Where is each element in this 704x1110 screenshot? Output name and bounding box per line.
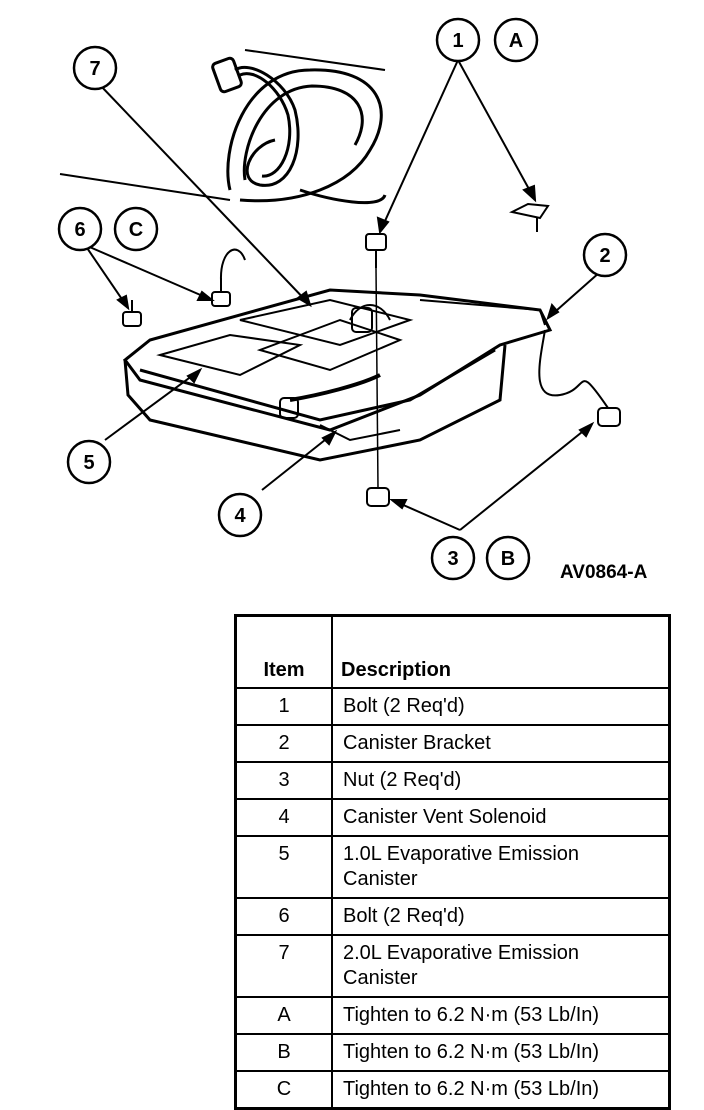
item-number: 1 [234, 687, 333, 726]
callouts [57, 17, 628, 581]
item-number: A [234, 996, 333, 1035]
bolt-1-left [365, 233, 387, 268]
item-description: Bolt (2 Req'd) [331, 897, 671, 936]
callout-c: C [129, 219, 143, 241]
description-column-header: Description [331, 614, 671, 689]
table-row: 2 Canister Bracket [234, 724, 671, 763]
callout-a: A [509, 30, 523, 52]
table-header-row: Item Description [234, 614, 671, 689]
item-number: 6 [234, 897, 333, 936]
bolt-6-right [211, 278, 231, 307]
table-row: 5 1.0L Evaporative Emission Canister [234, 835, 671, 899]
item-number: B [234, 1033, 333, 1072]
item-description: Tighten to 6.2 N·m (53 Lb/In) [331, 1070, 671, 1110]
item-description: Canister Vent Solenoid [331, 798, 671, 837]
bolt-6-left [122, 300, 142, 327]
callout-5: 5 [83, 452, 94, 474]
figure-id: AV0864-A [560, 562, 648, 583]
callout-6: 6 [74, 219, 85, 241]
canister-tray [122, 288, 553, 462]
callout-3: 3 [447, 548, 458, 570]
item-description: Nut (2 Req'd) [331, 761, 671, 800]
item-number: 7 [234, 934, 333, 998]
item-number: 3 [234, 761, 333, 800]
nut-3-right [597, 407, 621, 427]
parts-table: Item Description 1 Bolt (2 Req'd) 2 Cani… [234, 614, 671, 1110]
canister-assembly-diagram: 1 A 7 6 C 2 5 4 3 B [57, 17, 628, 581]
item-number: 5 [234, 835, 333, 899]
table-row: 3 Nut (2 Req'd) [234, 761, 671, 800]
table-row: 4 Canister Vent Solenoid [234, 798, 671, 837]
item-description: Canister Bracket [331, 724, 671, 763]
item-description: Tighten to 6.2 N·m (53 Lb/In) [331, 1033, 671, 1072]
table-row: 7 2.0L Evaporative Emission Canister [234, 934, 671, 998]
item-description: 2.0L Evaporative Emission Canister [331, 934, 671, 998]
item-number: 4 [234, 798, 333, 837]
callout-4: 4 [234, 505, 246, 527]
table-row: 1 Bolt (2 Req'd) [234, 687, 671, 726]
item-number: C [234, 1070, 333, 1110]
table-row: B Tighten to 6.2 N·m (53 Lb/In) [234, 1033, 671, 1072]
table-row: C Tighten to 6.2 N·m (53 Lb/In) [234, 1070, 671, 1110]
table-row: A Tighten to 6.2 N·m (53 Lb/In) [234, 996, 671, 1035]
item-description: Tighten to 6.2 N·m (53 Lb/In) [331, 996, 671, 1035]
item-column-header: Item [234, 614, 333, 689]
hose-loop [59, 49, 387, 205]
nut-3-lower [366, 487, 390, 507]
callout-7: 7 [89, 58, 100, 80]
leader-lines [84, 59, 601, 531]
table-row: 6 Bolt (2 Req'd) [234, 897, 671, 936]
item-number: 2 [234, 724, 333, 763]
callout-1: 1 [452, 30, 463, 52]
item-description: 1.0L Evaporative Emission Canister [331, 835, 671, 899]
callout-2: 2 [599, 245, 610, 267]
bolt-1-right [509, 202, 550, 232]
item-description: Bolt (2 Req'd) [331, 687, 671, 726]
callout-b: B [501, 548, 515, 570]
